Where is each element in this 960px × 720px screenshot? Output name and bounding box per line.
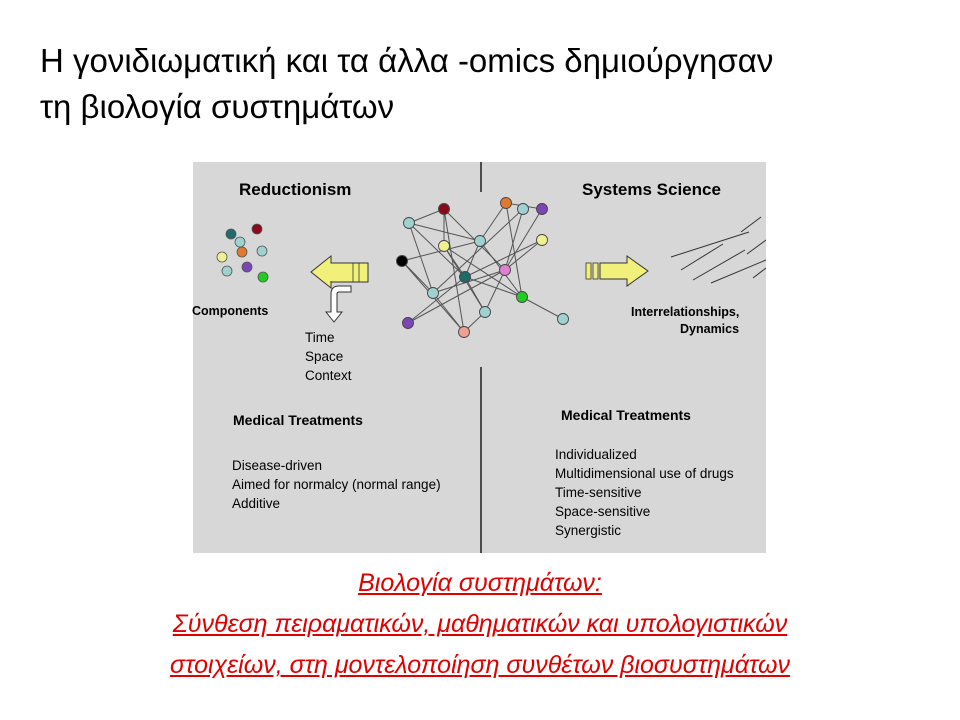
reductionism-vs-systems-figure: Reductionism Systems Science Components … [192,162,766,553]
treatment-item: Disease-driven [232,458,323,473]
systems-science-heading: Systems Science [582,180,721,199]
network-node [557,313,569,325]
network-node [427,287,439,299]
component-node [234,236,246,248]
component-node [236,246,248,258]
component-node [251,223,263,235]
dynamics-label: Dynamics [680,322,740,336]
curved-down-arrow [324,285,352,323]
treatment-item: Aimed for normalcy (normal range) [232,477,441,492]
network-node [517,203,529,215]
network-node [459,271,471,283]
slide-title-line-2: τη βιολογία συστημάτων [40,88,395,125]
treatment-item: Time-sensitive [555,485,642,500]
left-treatments-list: Disease-driven Aimed for normalcy (norma… [232,456,441,513]
caption-line-2: Σύνθεση πειραματικών, μαθηματικών και υπ… [172,610,788,638]
component-node [257,271,269,283]
slide-title: Η γονιδιωματική και τα άλλα -omics δημιο… [40,38,950,130]
network-node [396,255,408,267]
component-node [256,245,268,257]
treatment-item: Multidimensional use of drugs [555,466,734,481]
caption-line-3: στοιχείων, στη μοντελοποίηση συνθέτων βι… [170,651,790,679]
network-node [500,197,512,209]
right-arrow [585,255,649,287]
network-node [474,235,486,247]
network-node [479,306,491,318]
caption: Βιολογία συστημάτων: Σύνθεση πειραματικώ… [0,563,960,686]
network-node [402,317,414,329]
treatment-item: Additive [232,496,281,511]
treatment-item: Individualized [555,447,637,462]
interrelationship-lines [670,216,766,284]
treatment-item: Space-sensitive [555,504,651,519]
network-node [516,291,528,303]
network-node [499,264,511,276]
component-node [241,261,253,273]
right-treatments-list: Individualized Multidimensional use of d… [555,445,734,540]
factors-list: Time Space Context [305,328,352,385]
treatment-item: Synergistic [555,523,622,538]
slide-title-line-1: Η γονιδιωματική και τα άλλα -omics δημιο… [40,42,774,79]
right-treatments-heading: Medical Treatments [561,407,691,423]
caption-line-1: Βιολογία συστημάτων: [358,569,602,597]
network-nodes [396,197,569,338]
left-arrow [310,254,369,290]
interrelationships-label: Interrelationships, [631,305,740,319]
factor-item: Space [305,349,344,364]
component-node [216,251,228,263]
factor-item: Context [305,368,352,383]
figure-graphics [216,162,766,553]
network-node [536,203,548,215]
reductionism-heading: Reductionism [239,180,352,199]
component-node [225,228,237,240]
left-treatments-heading: Medical Treatments [233,412,363,428]
network-node [438,203,450,215]
network-node [458,326,470,338]
network-node [438,240,450,252]
network-node [403,217,415,229]
scattered-components [216,223,269,283]
component-node [221,265,233,277]
components-label: Components [192,304,269,318]
network-node [536,234,548,246]
factor-item: Time [305,330,335,345]
